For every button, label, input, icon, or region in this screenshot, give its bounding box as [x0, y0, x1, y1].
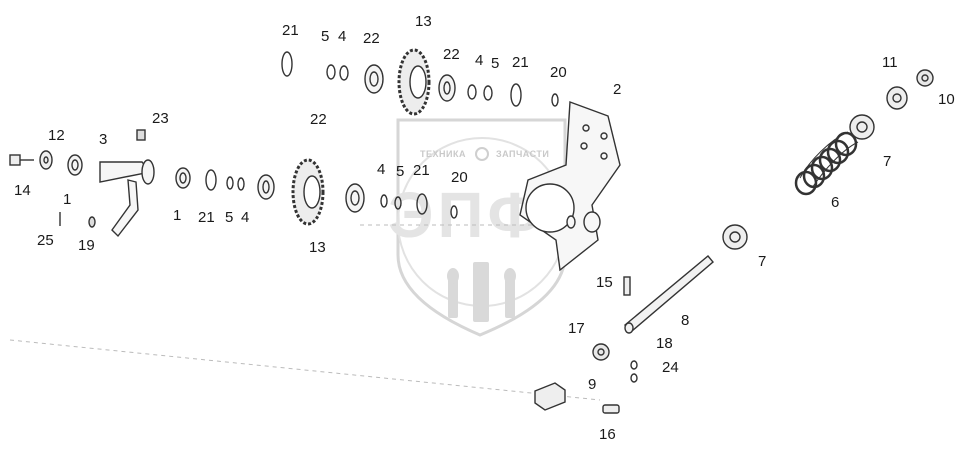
part-retaining-ring-21-middle-left — [205, 169, 217, 191]
part-label: 8 — [681, 312, 690, 329]
part-label: 21 — [512, 54, 529, 71]
part-label: 13 — [415, 13, 432, 30]
part-pin-20-middle — [450, 205, 458, 219]
part-label: 5 — [225, 209, 234, 226]
part-pin-20-top — [551, 93, 559, 107]
gear-icon — [475, 147, 489, 161]
watermark-text-left: ТЕХНИКА — [420, 149, 466, 159]
part-label: 5 — [396, 163, 405, 180]
part-bolt-15 — [623, 276, 631, 296]
part-sprocket-13-bottom — [291, 158, 325, 226]
part-lever-3 — [99, 159, 155, 238]
part-label: 22 — [363, 30, 380, 47]
part-label: 20 — [451, 169, 468, 186]
part-label: 21 — [282, 22, 299, 39]
part-label: 21 — [413, 162, 430, 179]
part-label: 2 — [613, 81, 622, 98]
part-label: 13 — [309, 239, 326, 256]
part-retaining-ring-21-middle — [416, 193, 428, 215]
part-label: 23 — [152, 110, 169, 127]
part-bushing-1-center — [175, 167, 191, 189]
part-pin-18-24 — [630, 360, 638, 383]
part-label: 12 — [48, 127, 65, 144]
part-washers-4-5-middle — [380, 194, 402, 210]
part-washers-5-4-top — [326, 64, 349, 81]
part-bearing-22-top-right — [438, 74, 456, 102]
part-label: 25 — [37, 232, 54, 249]
part-cap-7-bottom — [722, 224, 748, 250]
part-label: 10 — [938, 91, 955, 108]
part-nut-17 — [592, 343, 610, 361]
part-nut-10 — [916, 69, 934, 87]
part-label: 6 — [831, 194, 840, 211]
part-label: 21 — [198, 209, 215, 226]
part-retaining-ring-21-top — [281, 51, 293, 77]
part-label: 4 — [241, 209, 250, 226]
part-washer-12 — [39, 150, 53, 170]
part-bushing-1-left — [67, 154, 83, 176]
part-label: 4 — [338, 28, 347, 45]
part-label: 5 — [321, 28, 330, 45]
watermark-logo: ЭПФ — [388, 179, 547, 251]
part-label: 3 — [99, 131, 108, 148]
part-label: 7 — [883, 153, 892, 170]
part-label: 20 — [550, 64, 567, 81]
part-washer-11 — [886, 86, 908, 110]
part-label: 24 — [662, 359, 679, 376]
part-retaining-ring-21-top-right — [510, 83, 522, 107]
part-label: 1 — [63, 191, 72, 208]
part-clamp-9 — [534, 382, 566, 411]
part-bracket-2 — [519, 101, 621, 272]
part-grease-fitting-23 — [136, 129, 146, 141]
part-label: 4 — [475, 52, 484, 69]
part-label: 16 — [599, 426, 616, 443]
part-label: 15 — [596, 274, 613, 291]
part-label: 17 — [568, 320, 585, 337]
part-washers-4-5-top-right — [467, 84, 493, 101]
part-bearing-22-middle-left — [257, 174, 275, 200]
part-pin-16 — [602, 404, 620, 414]
part-bearing-22-middle — [345, 183, 365, 213]
part-cap-7-top — [849, 114, 875, 140]
part-spring-6 — [794, 131, 859, 196]
part-label: 22 — [310, 111, 327, 128]
part-label: 19 — [78, 237, 95, 254]
part-label: 9 — [588, 376, 597, 393]
part-label: 11 — [882, 54, 898, 71]
part-bearing-22-top — [364, 64, 384, 94]
part-label: 5 — [491, 55, 500, 72]
part-label: 4 — [377, 161, 386, 178]
watermark-text-right: ЗАПЧАСТИ — [496, 149, 550, 159]
part-bolt-14 — [9, 154, 34, 166]
part-label: 18 — [656, 335, 673, 352]
part-rod-8 — [623, 255, 714, 334]
part-washer-19 — [88, 216, 96, 228]
wheat-logo-icon — [447, 262, 516, 322]
part-label: 14 — [14, 182, 31, 199]
part-label: 22 — [443, 46, 460, 63]
part-label: 7 — [758, 253, 767, 270]
part-washers-5-4-middle — [226, 176, 245, 191]
part-label: 1 — [173, 207, 182, 224]
part-sprocket-13-top — [397, 48, 431, 116]
